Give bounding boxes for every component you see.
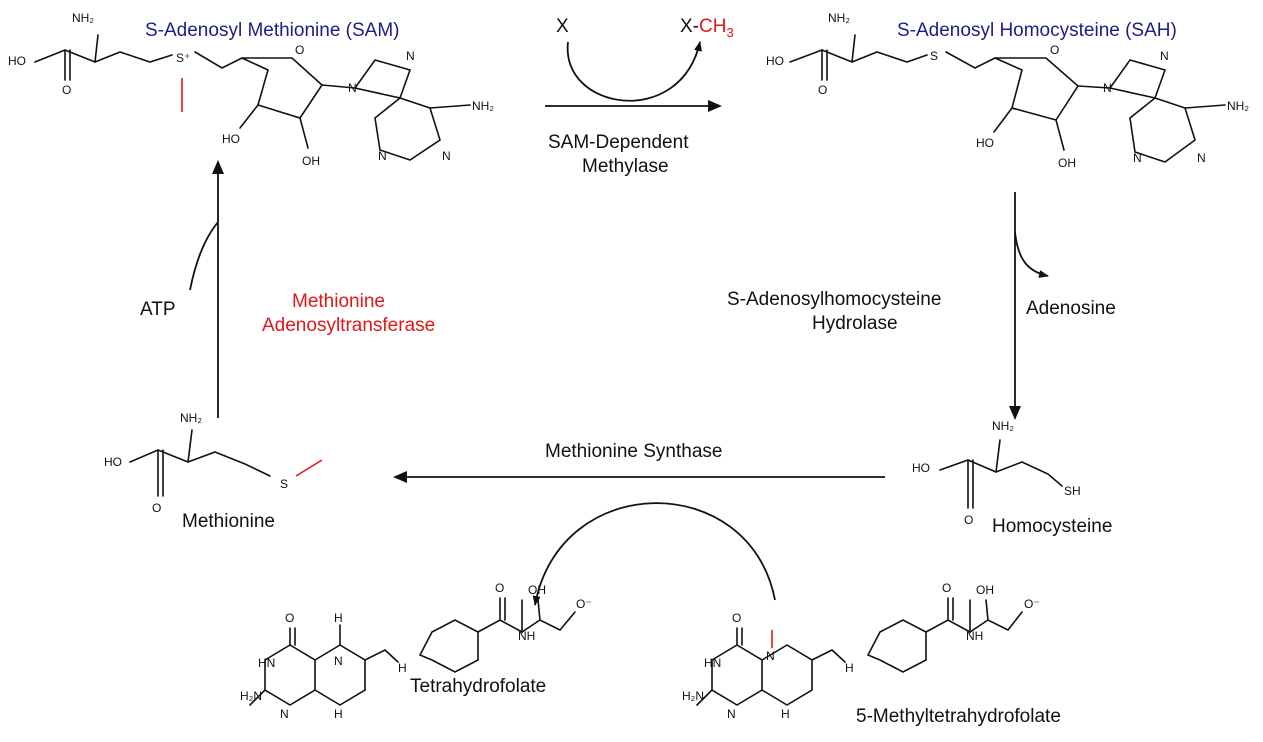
- sah-n9-label: N: [1103, 81, 1112, 95]
- mthf-amide-o-label: O: [942, 581, 951, 595]
- sam-n3-label: N: [378, 149, 387, 163]
- thf-nh-bottom-label: H: [334, 707, 343, 721]
- sam-structure: NH₂ HO O S⁺ O HO OH N N N N NH₂: [8, 11, 494, 168]
- adenosyltransferase-name-line2: Adenosyltransferase: [262, 315, 435, 336]
- met-s-label: S: [280, 477, 288, 491]
- hcy-o-label: O: [964, 513, 973, 527]
- sah-ring-o-label: O: [1050, 43, 1059, 57]
- sah-ho-label: HO: [766, 54, 784, 68]
- hydrolase-name-line1: S-Adenosylhomocysteine: [727, 289, 941, 310]
- sah-n3-label: N: [1133, 151, 1142, 165]
- met-o-label: O: [152, 501, 161, 515]
- sam-oh1-label: HO: [222, 132, 240, 146]
- met-ho-label: HO: [104, 455, 122, 469]
- thf-n-label: N: [280, 707, 289, 721]
- sah-n1-label: N: [1197, 151, 1206, 165]
- hydrolase-name-line2: Hydrolase: [812, 313, 898, 334]
- mthf-structure: O N HN H₂N N H H O NH OH O⁻: [682, 581, 1040, 721]
- mthf-n-label: N: [727, 707, 736, 721]
- thf-h-label: H: [334, 611, 343, 625]
- sam-ho-label: HO: [8, 54, 26, 68]
- sam-n9-label: N: [348, 81, 357, 95]
- sam-n7-label: N: [406, 49, 415, 63]
- thf-ominus-label: O⁻: [576, 597, 592, 611]
- sah-oh2-label: OH: [1058, 156, 1076, 170]
- mthf-n5-label: N: [766, 649, 775, 663]
- methyl-transfer-curve: [566, 41, 702, 102]
- sah-structure: NH₂ HO O S O HO OH N N N N NH₂: [766, 11, 1249, 170]
- thf-o-label: O: [285, 611, 294, 625]
- hcy-nh2-label: NH₂: [992, 419, 1014, 433]
- homocysteine-structure: NH₂ HO O SH: [912, 419, 1081, 527]
- hcy-ho-label: HO: [912, 461, 930, 475]
- thf-hn-label: HN: [258, 656, 275, 670]
- folate-methyl-transfer-curve: [532, 502, 776, 606]
- adenosyltransferase-name-line1: Methionine: [292, 291, 385, 312]
- mthf-oh-label: OH: [976, 583, 994, 597]
- sah-o-label: O: [818, 83, 827, 97]
- thf-n5-label: N: [334, 654, 343, 668]
- met-nh2-label: NH₂: [180, 411, 202, 425]
- sam-name: S-Adenosyl Methionine (SAM): [145, 20, 400, 41]
- thf-nh-label: H: [398, 661, 407, 675]
- sam-ring-o-label: O: [295, 43, 304, 57]
- sah-n7-label: N: [1160, 49, 1169, 63]
- methyl-acceptor: X: [556, 16, 569, 37]
- sah-s-label: S: [930, 49, 938, 63]
- methylated-product: X-CH3: [680, 16, 734, 40]
- mthf-hn-label: HN: [704, 656, 721, 670]
- mthf-nh-bottom-label: H: [781, 707, 790, 721]
- thf-oh-label: OH: [528, 583, 546, 597]
- thf-name: Tetrahydrofolate: [410, 676, 546, 697]
- sah-nh2-label: NH₂: [828, 11, 850, 25]
- sah-name: S-Adenosyl Homocysteine (SAH): [897, 20, 1177, 41]
- methylase-name-line1: SAM-Dependent: [548, 132, 689, 153]
- methionine-name: Methionine: [182, 511, 275, 532]
- atp-label: ATP: [140, 299, 176, 320]
- sam-oh2-label: OH: [302, 154, 320, 168]
- methionine-structure: NH₂ HO O S: [104, 411, 323, 515]
- mthf-h2n-label: H₂N: [682, 689, 704, 703]
- homocysteine-name: Homocysteine: [992, 516, 1112, 537]
- methylase-name-line2: Methylase: [582, 156, 669, 177]
- sam-o-label: O: [62, 83, 71, 97]
- synthase-name: Methionine Synthase: [545, 441, 722, 462]
- sah-adenine-nh2-label: NH₂: [1227, 99, 1249, 113]
- mthf-nh-label: H: [845, 661, 854, 675]
- sam-s-label: S⁺: [176, 51, 190, 65]
- adenosine-release-curve: [1014, 231, 1049, 278]
- hcy-sh-label: SH: [1064, 484, 1081, 498]
- thf-amide-nh-label: NH: [518, 629, 535, 643]
- sam-nh2-label: NH₂: [72, 11, 94, 25]
- mthf-ominus-label: O⁻: [1024, 597, 1040, 611]
- mthf-o-label: O: [732, 611, 741, 625]
- sam-n1-label: N: [442, 149, 451, 163]
- adenosine-label: Adenosine: [1026, 298, 1116, 319]
- sah-oh1-label: HO: [976, 136, 994, 150]
- thf-h2n-label: H₂N: [240, 689, 262, 703]
- mthf-name: 5-Methyltetrahydrofolate: [856, 706, 1061, 727]
- mthf-amide-nh-label: NH: [966, 629, 983, 643]
- sam-adenine-nh2-label: NH₂: [472, 99, 494, 113]
- thf-structure: O H N HN H₂N N H H O NH OH O⁻: [240, 581, 592, 721]
- atp-input-curve: [189, 221, 219, 291]
- thf-amide-o-label: O: [495, 581, 504, 595]
